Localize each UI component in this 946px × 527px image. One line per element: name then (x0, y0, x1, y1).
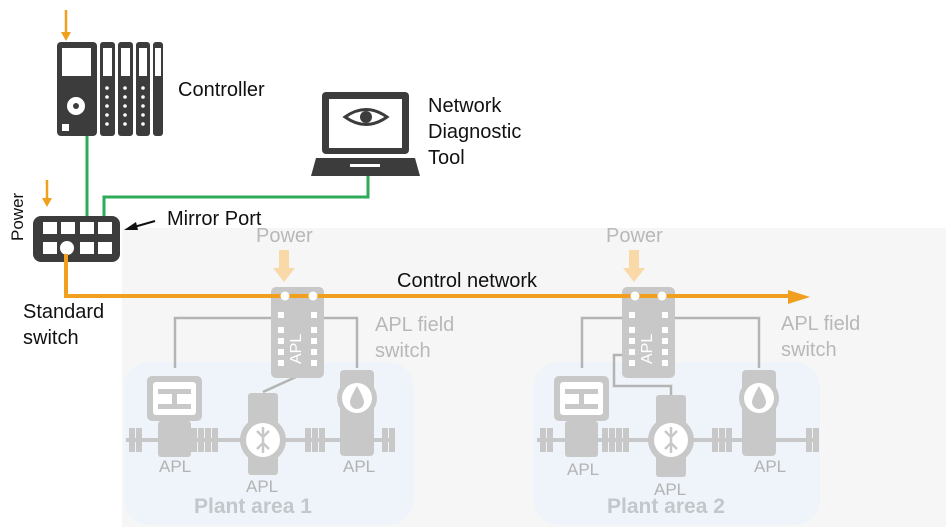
plant-area-2-label: Plant area 2 (607, 495, 725, 518)
network-tool-label-line-3: Tool (428, 147, 465, 169)
arrow-down-icon (61, 10, 71, 41)
port-dot (657, 291, 667, 301)
apl-field-switch-label-2-line-1: APL field (781, 313, 861, 335)
network-tool-label-line-2: Diagnostic (428, 121, 522, 143)
control-network-label: Control network (397, 270, 538, 292)
network-tool-label-line-1: Network (428, 95, 502, 117)
apl-switch-text-2: APL (639, 333, 656, 364)
laptop-eye-icon (311, 92, 420, 176)
control-network-line (64, 254, 792, 298)
power-label-2: Power (606, 225, 663, 247)
power-label-1: Power (256, 225, 313, 247)
arrow-down-icon (623, 250, 645, 282)
port-dot (308, 291, 318, 301)
controller-label: Controller (178, 79, 265, 101)
apl-device-label: APL (567, 460, 600, 479)
arrow-right-icon (788, 290, 810, 304)
field-lines (173, 316, 761, 395)
plant-area-1-label: Plant area 1 (194, 495, 312, 518)
standard-switch-icon (33, 216, 120, 262)
standard-switch-label-line-2: switch (23, 327, 79, 349)
drop-sensor-icon (337, 370, 377, 456)
valve-icon (147, 376, 202, 457)
apl-device-label: APL (246, 477, 279, 496)
flowmeter-icon (240, 393, 286, 475)
arrow-down-icon (273, 250, 295, 282)
mirror-link (102, 176, 370, 218)
standard-switch-label-line-1: Standard (23, 301, 105, 323)
apl-device-label: APL (754, 457, 787, 476)
port-dot (280, 291, 290, 301)
apl-switch-text-1: APL (288, 333, 305, 364)
mirror-port-label: Mirror Port (167, 208, 262, 230)
apl-field-switch-label-2-line-2: switch (781, 339, 837, 361)
apl-device-label: APL (654, 480, 687, 499)
flowmeter-icon (648, 395, 694, 477)
arrow-down-icon (42, 180, 52, 207)
apl-switch-icon (622, 287, 675, 378)
apl-device-label: APL (159, 457, 192, 476)
apl-switch-icon (271, 287, 324, 378)
valve-icon (554, 376, 609, 457)
port-dot (630, 291, 640, 301)
power-label-left: Power (8, 192, 27, 241)
apl-field-switch-label-1-line-1: APL field (375, 314, 455, 336)
controller-icon (57, 42, 163, 136)
drop-sensor-icon (739, 370, 779, 456)
arrow-left-icon (124, 222, 138, 230)
apl-device-label: APL (343, 457, 376, 476)
mirror-port-pointer (133, 220, 156, 228)
apl-field-switch-label-1-line-2: switch (375, 340, 431, 362)
